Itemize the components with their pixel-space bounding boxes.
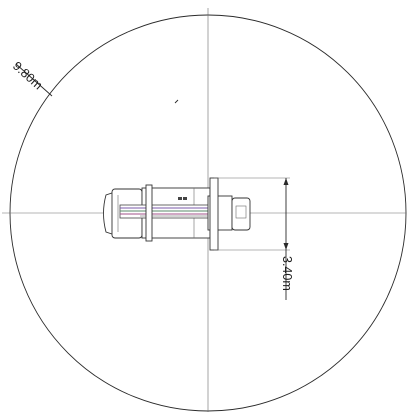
outrigger-span-dimension [214,177,290,300]
machine-top-view [103,177,251,251]
radius-leader-line [15,63,53,97]
radius-label: 9.80m [10,59,45,93]
outrigger-span-label: 3.40m [280,256,294,291]
stray-mark [174,99,179,104]
